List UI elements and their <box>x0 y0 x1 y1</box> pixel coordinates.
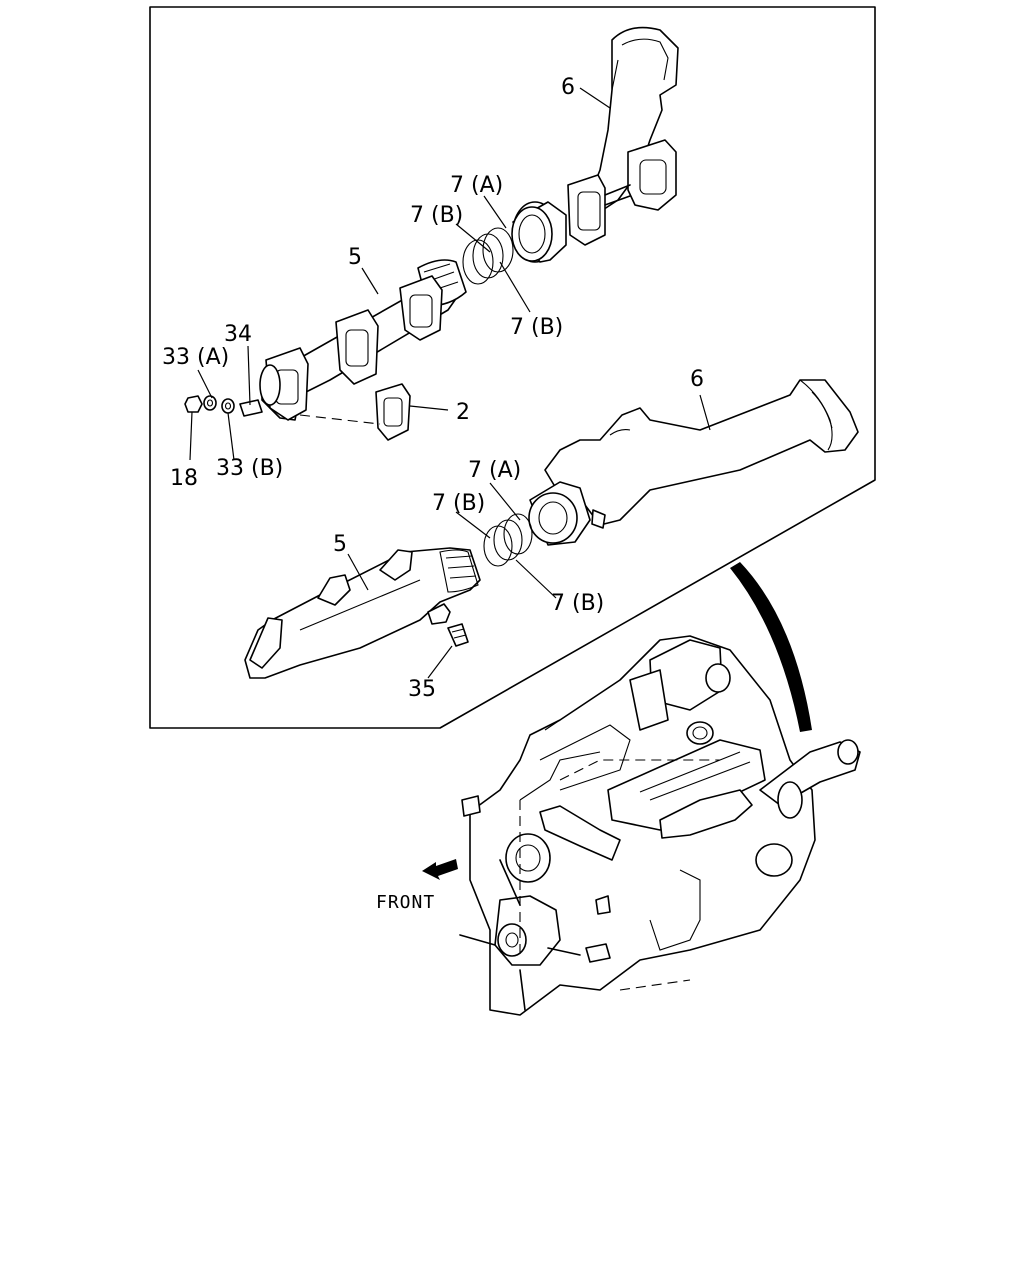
front-label: FRONT <box>376 892 435 913</box>
callout-7b-bottom-right: 7 (B) <box>551 591 604 616</box>
seal-rings-upper <box>462 227 514 285</box>
exhaust-pipe-lower <box>544 379 859 529</box>
callout-7b-top-left: 7 (B) <box>410 203 463 228</box>
callout-18: 18 <box>170 466 198 491</box>
callout-5-bottom: 5 <box>333 532 347 557</box>
callout-33a: 33 (A) <box>162 345 229 370</box>
callout-7b-bottom-left: 7 (B) <box>432 491 485 516</box>
location-arc-arrow <box>730 562 812 732</box>
callout-7b-top-right: 7 (B) <box>510 315 563 340</box>
plug <box>427 603 469 647</box>
exhaust-pipe-upper <box>567 26 679 246</box>
callout-7a-bottom: 7 (A) <box>468 458 521 483</box>
sleeve-upper <box>511 201 567 263</box>
stud-nut-assembly <box>184 395 263 417</box>
front-direction-arrow-icon <box>422 859 458 880</box>
exhaust-manifold-lower <box>244 547 481 679</box>
engine-overview <box>459 635 861 1016</box>
detail-frame <box>149 6 876 729</box>
exhaust-manifold-upper <box>259 259 467 421</box>
gasket <box>375 383 411 441</box>
callout-35: 35 <box>408 677 436 702</box>
callout-6-bottom: 6 <box>690 367 704 392</box>
leader-lines <box>189 87 711 679</box>
callout-33b: 33 (B) <box>216 456 283 481</box>
callout-34: 34 <box>224 322 252 347</box>
callout-7a-top: 7 (A) <box>450 173 503 198</box>
gasket-alignment-line <box>299 414 381 425</box>
sleeve-lower <box>528 481 591 546</box>
callout-2: 2 <box>456 400 470 425</box>
callout-5-top: 5 <box>348 245 362 270</box>
callout-6-top: 6 <box>561 75 575 100</box>
seal-rings-lower <box>483 513 533 567</box>
